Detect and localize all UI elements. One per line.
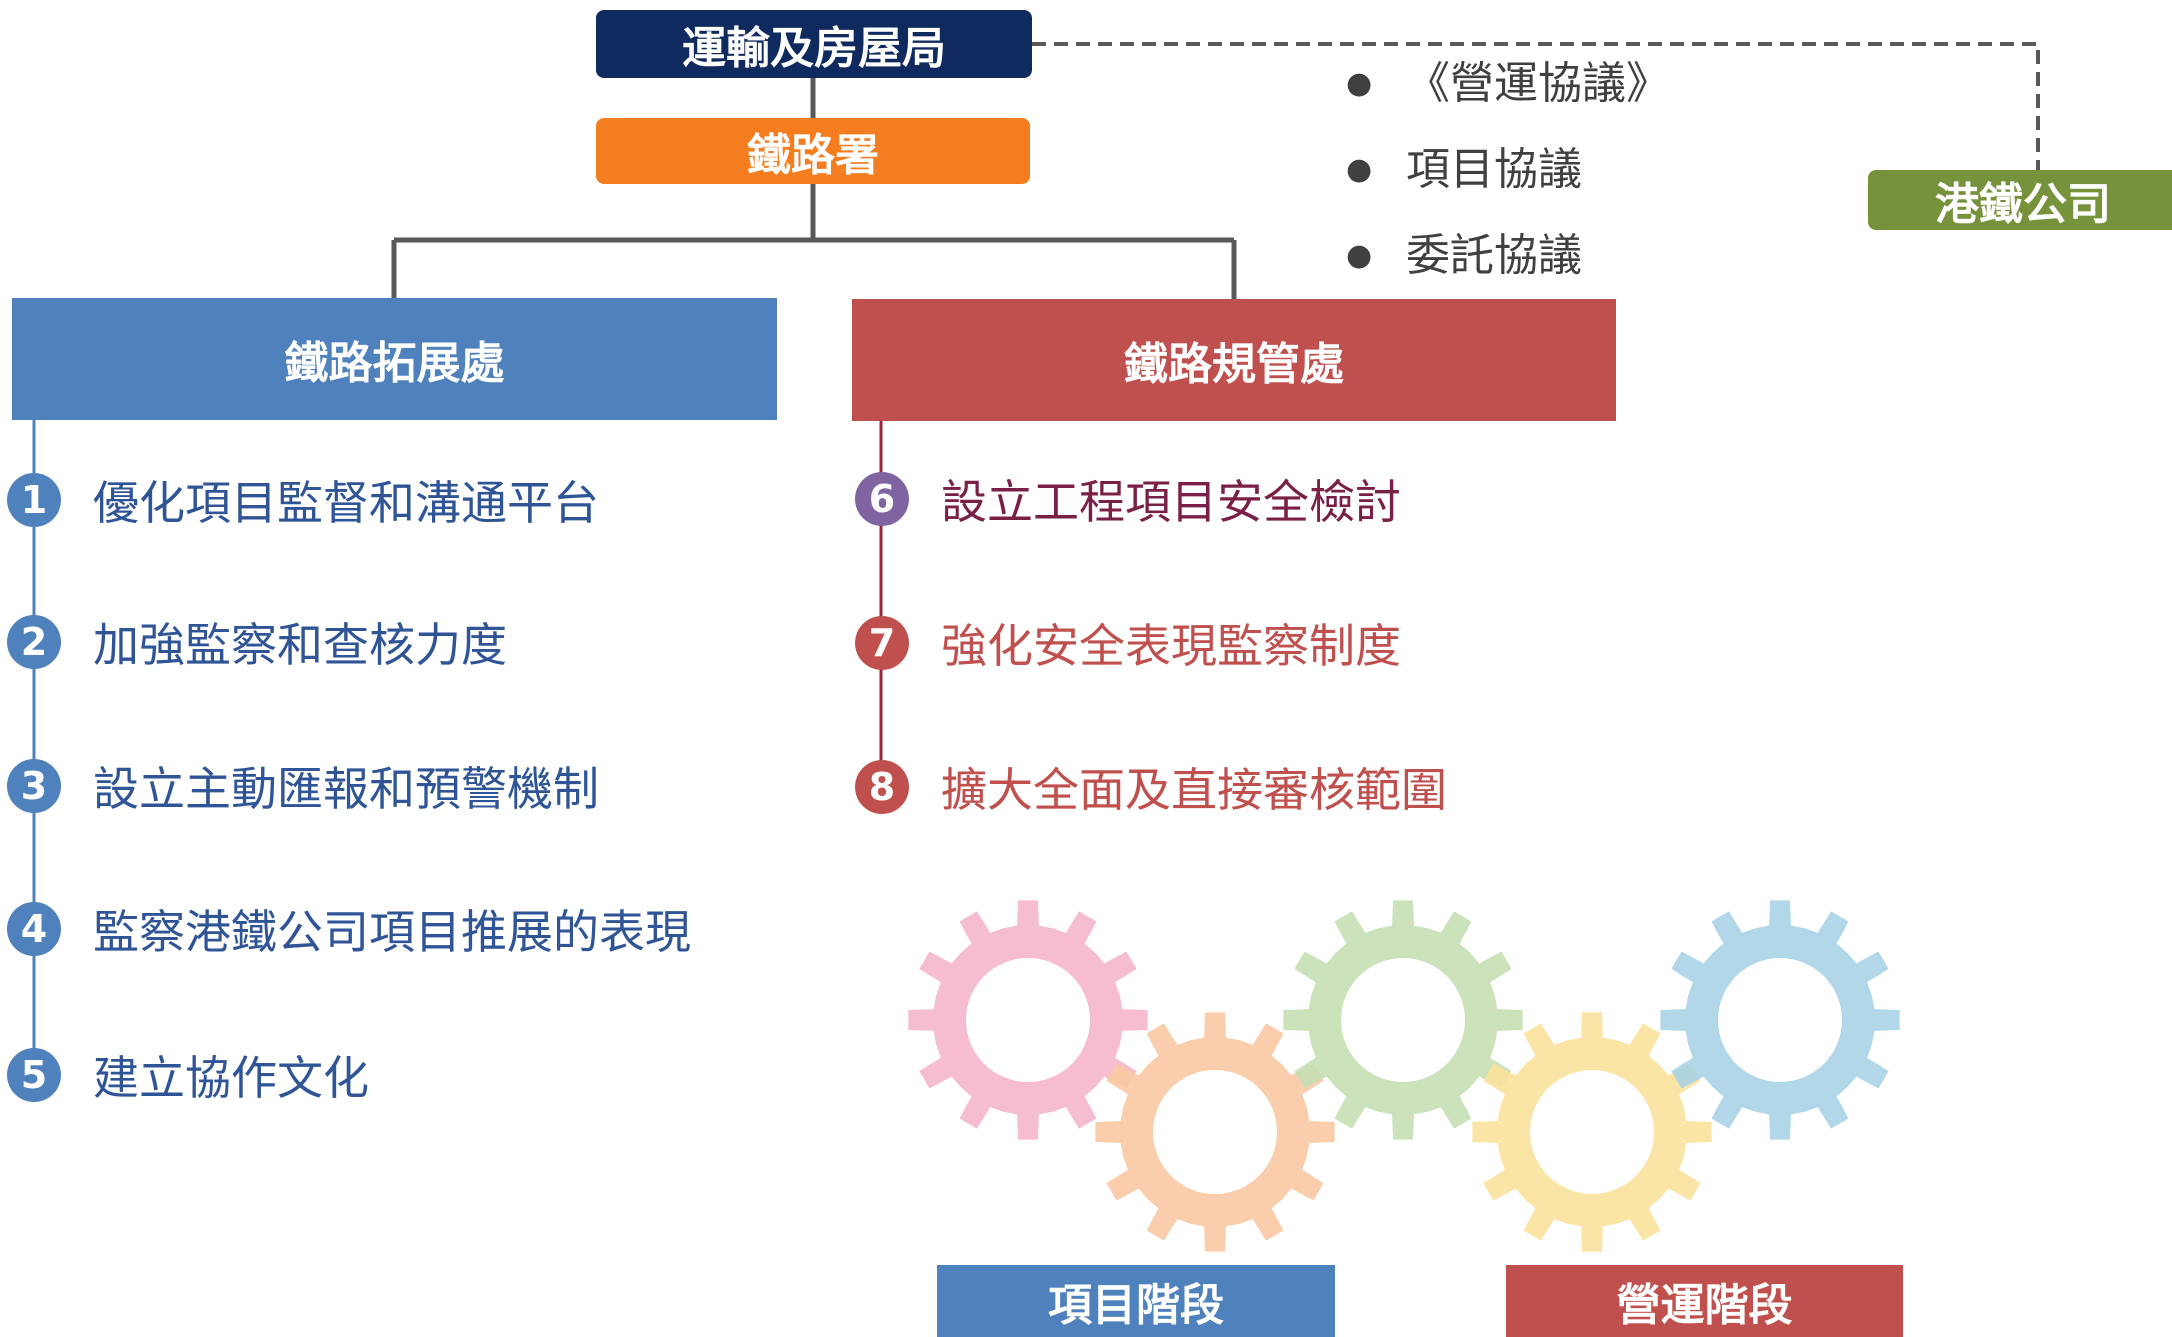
gears-illustration — [908, 900, 1900, 1252]
regulation-item: 6 設立工程項目安全檢討 — [855, 464, 1401, 534]
pink-gear-icon — [908, 900, 1148, 1140]
yellow-gear-icon — [1472, 1012, 1712, 1252]
agreements-list: ● 《營運協議》 ● 項目協議 ● 委託協議 — [1336, 52, 1670, 310]
item-number: 3 — [7, 759, 61, 813]
development-item: 5 建立協作文化 — [7, 1040, 369, 1110]
agreement-label: 《營運協議》 — [1406, 58, 1670, 109]
bullet-icon: ● — [1346, 66, 1373, 101]
item-number: 2 — [7, 615, 61, 669]
orange-gear-icon — [1095, 1012, 1335, 1252]
item-label: 加強監察和查核力度 — [93, 618, 507, 672]
regulation-item: 7 強化安全表現監察制度 — [855, 608, 1401, 678]
item-number: 8 — [855, 760, 909, 814]
item-number: 6 — [855, 472, 909, 526]
item-number: 1 — [7, 473, 61, 527]
agreement-item: ● 項目協議 — [1336, 138, 1670, 224]
blue-gear-icon — [1660, 900, 1900, 1140]
item-label: 建立協作文化 — [93, 1051, 369, 1105]
agreement-label: 項目協議 — [1406, 144, 1582, 195]
operation-stage-box: 營運階段 — [1506, 1265, 1903, 1337]
railway-office-box: 鐵路署 — [596, 118, 1030, 184]
item-label: 擴大全面及直接審核範圍 — [941, 763, 1447, 817]
regulation-item: 8 擴大全面及直接審核範圍 — [855, 752, 1447, 822]
item-number: 4 — [7, 902, 61, 956]
item-label: 設立工程項目安全檢討 — [941, 475, 1401, 529]
railway-development-division-box: 鐵路拓展處 — [12, 298, 777, 420]
project-stage-box: 項目階段 — [937, 1265, 1335, 1337]
green-gear-icon — [1283, 900, 1523, 1140]
item-number: 7 — [855, 616, 909, 670]
item-label: 監察港鐵公司項目推展的表現 — [93, 905, 691, 959]
bullet-icon: ● — [1346, 238, 1373, 273]
railway-regulation-division-box: 鐵路規管處 — [852, 299, 1616, 421]
transport-housing-bureau-box: 運輸及房屋局 — [596, 10, 1032, 78]
agreement-item: ● 《營運協議》 — [1336, 52, 1670, 138]
item-label: 優化項目監督和溝通平台 — [93, 476, 599, 530]
development-item: 3 設立主動匯報和預警機制 — [7, 751, 599, 821]
mtr-corporation-box: 港鐵公司 — [1868, 170, 2172, 230]
development-item: 1 優化項目監督和溝通平台 — [7, 465, 599, 535]
development-item: 4 監察港鐵公司項目推展的表現 — [7, 894, 691, 964]
item-label: 強化安全表現監察制度 — [941, 619, 1401, 673]
item-number: 5 — [7, 1048, 61, 1102]
item-label: 設立主動匯報和預警機制 — [93, 762, 599, 816]
agreement-label: 委託協議 — [1406, 230, 1582, 281]
bullet-icon: ● — [1346, 152, 1373, 187]
development-item: 2 加強監察和查核力度 — [7, 607, 507, 677]
agreement-item: ● 委託協議 — [1336, 224, 1670, 310]
